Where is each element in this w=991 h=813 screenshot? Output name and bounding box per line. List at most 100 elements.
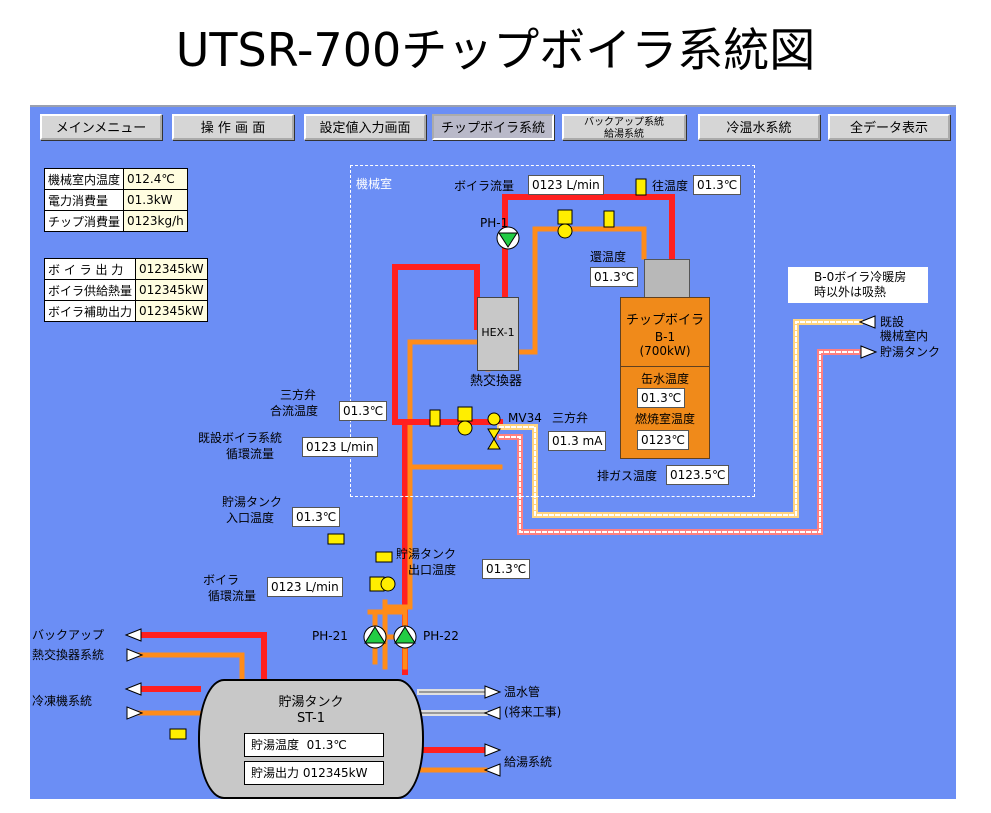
- tank-temp-label: 貯湯温度: [251, 738, 300, 752]
- tank-in-line2: 入口温度: [226, 511, 275, 525]
- hot-water-pipe-line2: (将来工事): [504, 705, 562, 719]
- nav-all-data[interactable]: 全データ表示: [828, 114, 950, 140]
- backup-line1: バックアップ: [32, 628, 105, 642]
- temp-sensor-icon-2: [603, 210, 615, 228]
- tank-output-value: 012345kW: [302, 766, 368, 780]
- info-label: チップ消費量: [43, 210, 125, 232]
- boiler-capacity: (700kW): [639, 344, 691, 358]
- machine-room-border: [350, 165, 755, 497]
- temp-sensor-icon-6: [169, 728, 187, 740]
- existing-line1: 既設: [880, 315, 905, 329]
- nav-backup[interactable]: バックアップ系統 給湯系統: [562, 114, 686, 140]
- tank-in-value: 01.3℃: [292, 507, 341, 527]
- three-way-label: 三方弁: [552, 411, 589, 425]
- page-title: UTSR-700チップボイラ系統図: [175, 23, 816, 77]
- info-label: ボ イ ラ 出 力: [43, 258, 137, 280]
- pump-ph1-label: PH-1: [480, 216, 509, 230]
- info-value: 0123kg/h: [123, 210, 188, 232]
- info-value: 012345kW: [135, 279, 208, 301]
- pipe-diagram: [124, 178, 878, 777]
- boiler-circ-value: 0123 L/min: [267, 577, 343, 597]
- flow-meter-icon: [557, 223, 573, 239]
- supply-system-label: 給湯系統: [504, 755, 553, 769]
- info-value: 01.3kW: [123, 189, 188, 211]
- info-value: 012345kW: [135, 258, 208, 280]
- tank-temp: 貯湯温度 01.3℃: [244, 733, 384, 757]
- arrow-existing-out: [860, 345, 878, 359]
- boiler-water-temp: 01.3℃: [637, 388, 686, 408]
- chip-boiler: チップボイラ B-1 (700kW) 缶水温度 01.3℃ 燃焼室温度 0123…: [620, 297, 710, 459]
- info-label: 電力消費量: [43, 189, 125, 211]
- boiler-name: チップボイラ: [625, 313, 704, 328]
- three-way-valve-icon: [487, 428, 501, 440]
- mv34-label: MV34: [508, 411, 542, 425]
- pipe-return-main: [382, 464, 503, 670]
- tank-in-line1: 貯湯タンク: [222, 495, 283, 509]
- boiler-circ-line2: 循環流量: [208, 589, 257, 603]
- nav-backup-line2: 給湯系統: [604, 129, 644, 140]
- boiler-id: B-1: [654, 330, 676, 344]
- tank-output-label: 貯湯出力: [251, 766, 300, 780]
- existing-flow-line1: 既設ボイラ系統: [198, 431, 283, 445]
- tank-output: 貯湯出力 012345kW: [244, 761, 384, 785]
- arrow-existing-in: [858, 315, 876, 329]
- hex-label: 熱交換器: [470, 374, 523, 389]
- existing-flow-line2: 循環流量: [226, 447, 275, 461]
- pipe-boiler-return: [514, 226, 647, 355]
- info-label: ボイラ補助出力: [43, 300, 137, 322]
- boiler-flow-label: ボイラ流量: [454, 179, 515, 193]
- temp-sensor-icon-3: [429, 409, 441, 427]
- pipe-backup-red: [137, 632, 267, 682]
- supply-temp-label: 往温度: [652, 179, 689, 193]
- exhaust-value: 0123.5℃: [666, 465, 730, 485]
- return-temp-value: 01.3℃: [590, 267, 639, 287]
- boiler-circ-line1: ボイラ: [203, 573, 240, 587]
- boiler-burner: [644, 259, 690, 299]
- info-value: 012.4℃: [123, 168, 188, 190]
- arrow-supply-in: [483, 763, 501, 777]
- nav-bar: メインメニュー 操 作 画 面 設定値入力画面 チップボイラ系統 バックアップ系…: [30, 107, 956, 145]
- existing-flow-value: 0123 L/min: [302, 437, 378, 457]
- existing-line2: 機械室内: [880, 329, 929, 343]
- nav-chip-boiler[interactable]: チップボイラ系統: [432, 114, 554, 140]
- arrow-future-out: [484, 685, 502, 699]
- arrow-future-in: [483, 706, 501, 720]
- arrow-chiller-out: [126, 706, 144, 720]
- tank-out-value: 01.3℃: [482, 559, 531, 579]
- pump-ph22-label: PH-22: [423, 629, 459, 643]
- pipe-hex-hot: [392, 264, 480, 675]
- tank-id: ST-1: [297, 711, 325, 726]
- boiler-combustion-temp: 0123℃: [637, 430, 690, 450]
- flow-meter-icon-2: [457, 420, 473, 436]
- storage-tank: 貯湯タンク ST-1 貯湯温度 01.3℃ 貯湯出力 012345kW: [198, 679, 424, 799]
- pipe-backup-orange: [137, 652, 245, 682]
- temp-sensor-icon: [635, 178, 647, 196]
- info-label: ボイラ供給熱量: [43, 279, 137, 301]
- system-panel: メインメニュー 操 作 画 面 設定値入力画面 チップボイラ系統 バックアップ系…: [30, 105, 956, 799]
- existing-line3: 貯湯タンク: [880, 345, 941, 359]
- arrow-backup-out: [126, 648, 144, 662]
- info-value: 012345kW: [135, 300, 208, 322]
- nav-main-menu[interactable]: メインメニュー: [40, 114, 162, 140]
- temp-sensor-icon-4: [327, 533, 345, 545]
- arrow-chiller-in: [124, 682, 142, 696]
- supply-temp-value: 01.3℃: [693, 175, 742, 195]
- three-way-mix-line1: 三方弁: [280, 388, 317, 402]
- hex-name: HEX-1: [478, 326, 518, 339]
- machine-room-label: 機械室: [356, 177, 393, 191]
- legend-box: B-0ボイラ冷暖房 時以外は吸熱: [788, 267, 928, 303]
- nav-operation[interactable]: 操 作 画 面: [172, 114, 294, 140]
- pump-ph21-label: PH-21: [312, 629, 348, 643]
- temp-sensor-icon-5: [375, 551, 393, 563]
- legend-line2: 時以外は吸熱: [814, 285, 887, 299]
- backup-line2: 熱交換器系統: [32, 648, 105, 662]
- boiler-combustion-label: 燃焼室温度: [634, 412, 695, 426]
- chiller-label: 冷凍機系統: [32, 694, 93, 708]
- nav-cold-hot[interactable]: 冷温水系統: [698, 114, 820, 140]
- nav-setpoint[interactable]: 設定値入力画面: [304, 114, 426, 140]
- hot-water-pipe-line1: 温水管: [504, 685, 541, 699]
- boiler-flow-value: 0123 L/min: [528, 175, 604, 195]
- exhaust-label: 排ガス温度: [597, 469, 658, 483]
